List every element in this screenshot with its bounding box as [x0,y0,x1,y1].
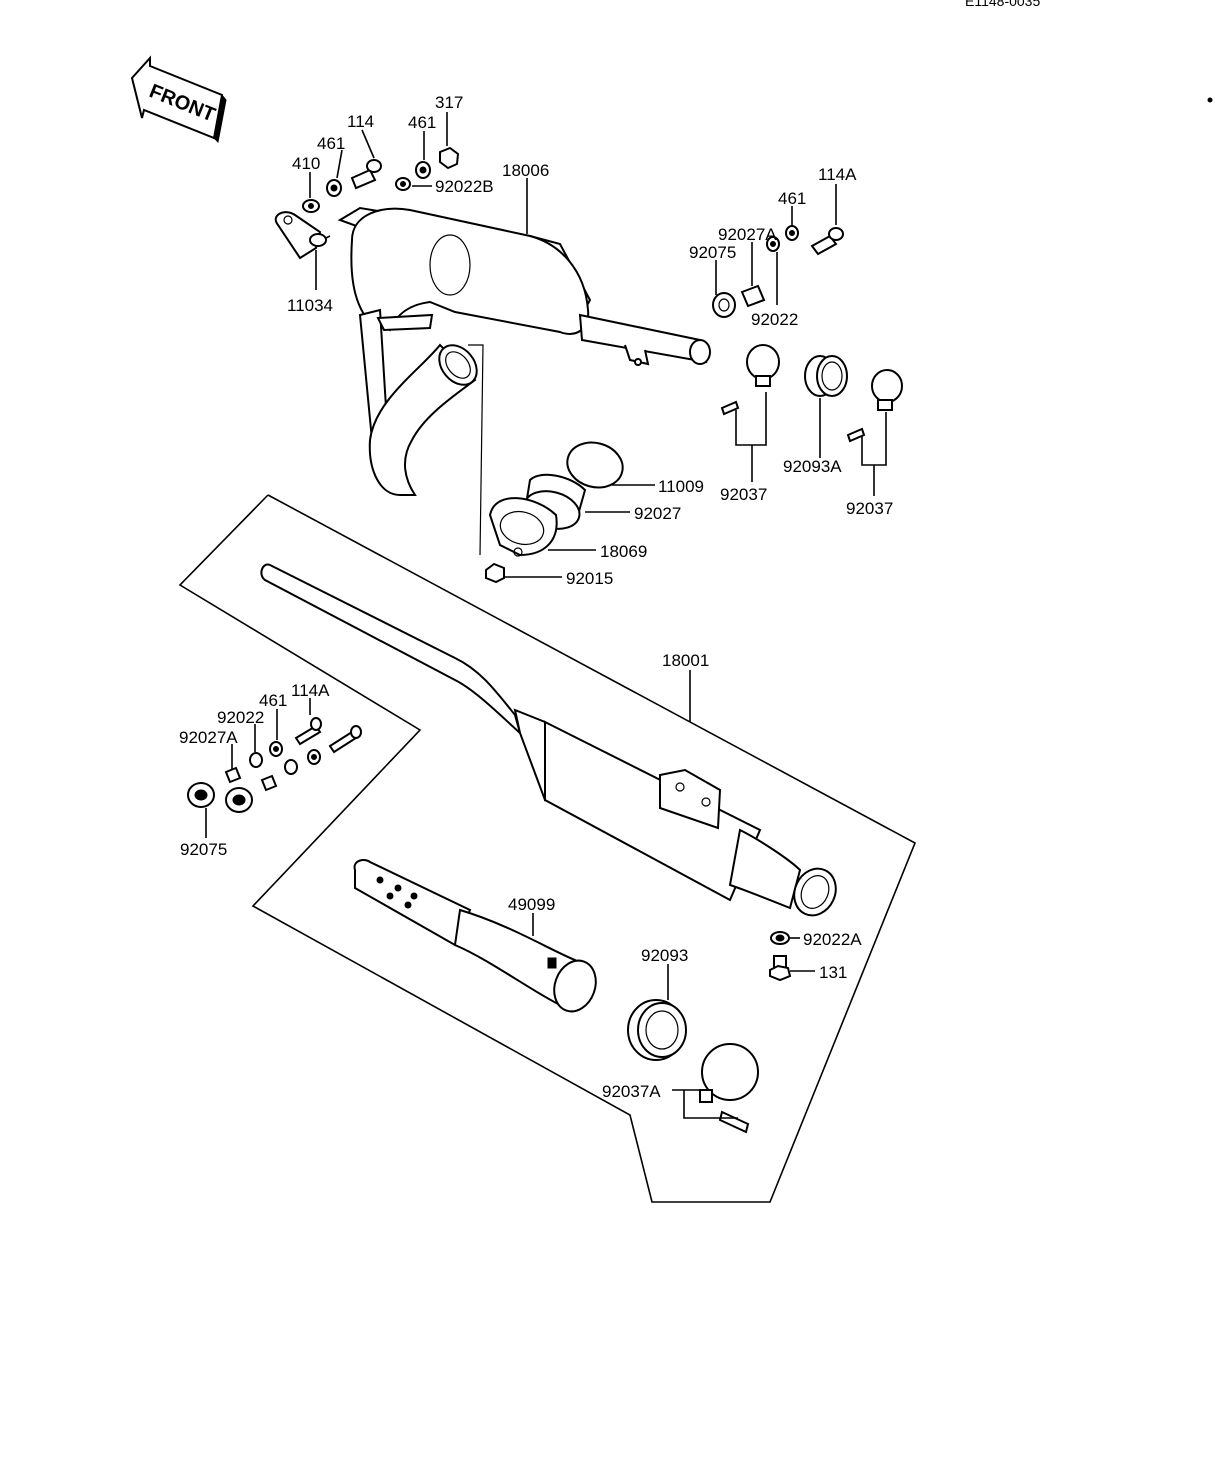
drain-bolt-131 [769,931,792,982]
label-461-right: 461 [778,189,806,208]
flange-set [485,441,624,584]
label-92037-a: 92037 [720,485,767,504]
label-92027: 92027 [634,504,681,523]
label-461-top1: 461 [317,134,345,153]
top-hardware [302,146,460,213]
muffler-18001 [260,563,837,917]
label-92093: 92093 [641,946,688,965]
label-49099: 49099 [508,895,555,914]
label-92037-b: 92037 [846,499,893,518]
assembly-outline [178,494,917,1203]
front-arrow-icon: FRONT [130,55,227,144]
label-11009: 11009 [658,477,704,496]
label-131: 131 [819,963,847,982]
left-hardware [187,717,362,813]
label-92022A: 92022A [803,930,862,949]
label-317: 317 [435,93,463,112]
label-92022B: 92022B [435,177,494,196]
label-114-top: 114 [347,112,374,131]
label-92075-left: 92075 [180,840,227,859]
label-410: 410 [292,154,320,173]
label-92027A-left: 92027A [179,728,238,747]
label-11034: 11034 [287,296,333,315]
label-114A-left: 114A [291,681,330,700]
label-92093A: 92093A [783,457,842,476]
spark-arrestor-49099 [353,859,597,1013]
speck-mark [1207,97,1213,103]
label-92037A: 92037A [602,1082,661,1101]
bracket-11034 [274,211,331,260]
label-92022-left: 92022 [217,708,264,727]
label-114A-right: 114A [818,165,857,184]
right-top-hardware [712,225,844,318]
label-92075-right: 92075 [689,243,736,262]
right-clamps [720,344,903,443]
label-92027A-right: 92027A [718,225,777,244]
label-92015: 92015 [566,569,613,588]
reference-code: E1148-0035 [965,0,1040,9]
leader-lines [205,112,887,1119]
expansion-chamber-18006 [337,206,711,496]
label-18069: 18069 [600,542,647,561]
rubber-joint-92093 [627,999,759,1134]
label-461-top2: 461 [408,113,436,132]
label-18001: 18001 [662,651,709,670]
label-18006: 18006 [502,161,549,180]
label-92022-right: 92022 [751,310,798,329]
label-461-left: 461 [259,691,287,710]
